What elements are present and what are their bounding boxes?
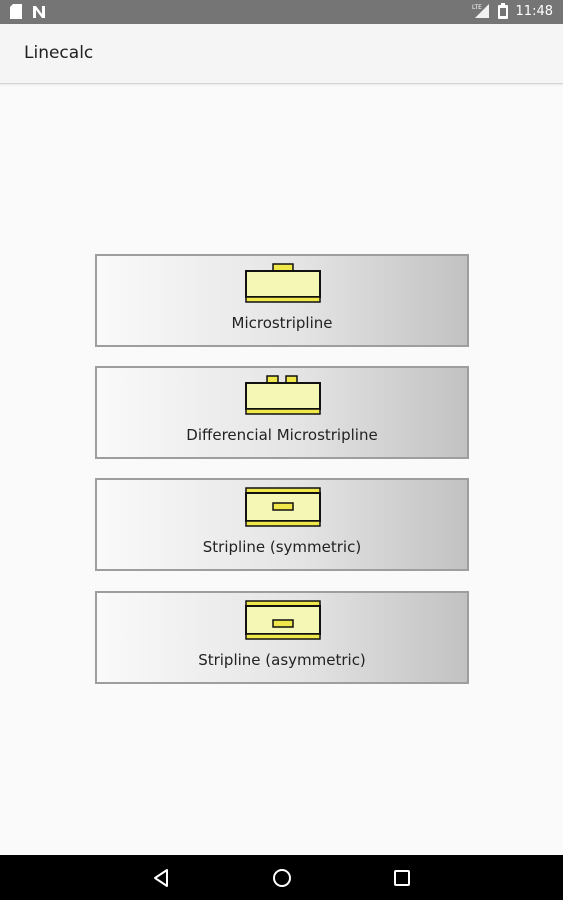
battery-icon	[497, 3, 508, 19]
signal-lte-icon: LTE	[471, 3, 490, 19]
back-icon[interactable]	[149, 866, 173, 890]
stripline-symmetric-button[interactable]: Stripline (symmetric)	[95, 478, 469, 571]
stripline-asymmetric-button[interactable]: Stripline (asymmetric)	[95, 591, 469, 684]
stripline-asymmetric-diagram-icon	[245, 600, 321, 640]
app-bar: Linecalc	[0, 24, 563, 84]
microstripline-label: Microstripline	[231, 314, 333, 332]
line-type-list: Microstripline Differencial Microstripli…	[0, 85, 563, 855]
stripline-symmetric-label: Stripline (symmetric)	[202, 538, 362, 556]
app-title: Linecalc	[24, 43, 94, 63]
home-icon[interactable]	[270, 866, 294, 890]
microstrip-diagram-icon	[245, 263, 321, 303]
differential-microstrip-diagram-icon	[245, 375, 321, 415]
microstripline-button[interactable]: Microstripline	[95, 254, 469, 347]
stripline-symmetric-diagram-icon	[245, 487, 321, 527]
differencial-microstripline-button[interactable]: Differencial Microstripline	[95, 366, 469, 459]
svg-text:LTE: LTE	[472, 4, 482, 11]
status-bar: LTE 11:48	[0, 0, 563, 24]
n-notification-icon	[32, 5, 46, 19]
recents-icon[interactable]	[390, 866, 414, 890]
navigation-bar	[0, 855, 563, 900]
differencial-microstripline-label: Differencial Microstripline	[186, 426, 378, 444]
sd-card-icon	[10, 4, 22, 19]
stripline-asymmetric-label: Stripline (asymmetric)	[198, 651, 366, 669]
clock: 11:48	[515, 3, 553, 19]
